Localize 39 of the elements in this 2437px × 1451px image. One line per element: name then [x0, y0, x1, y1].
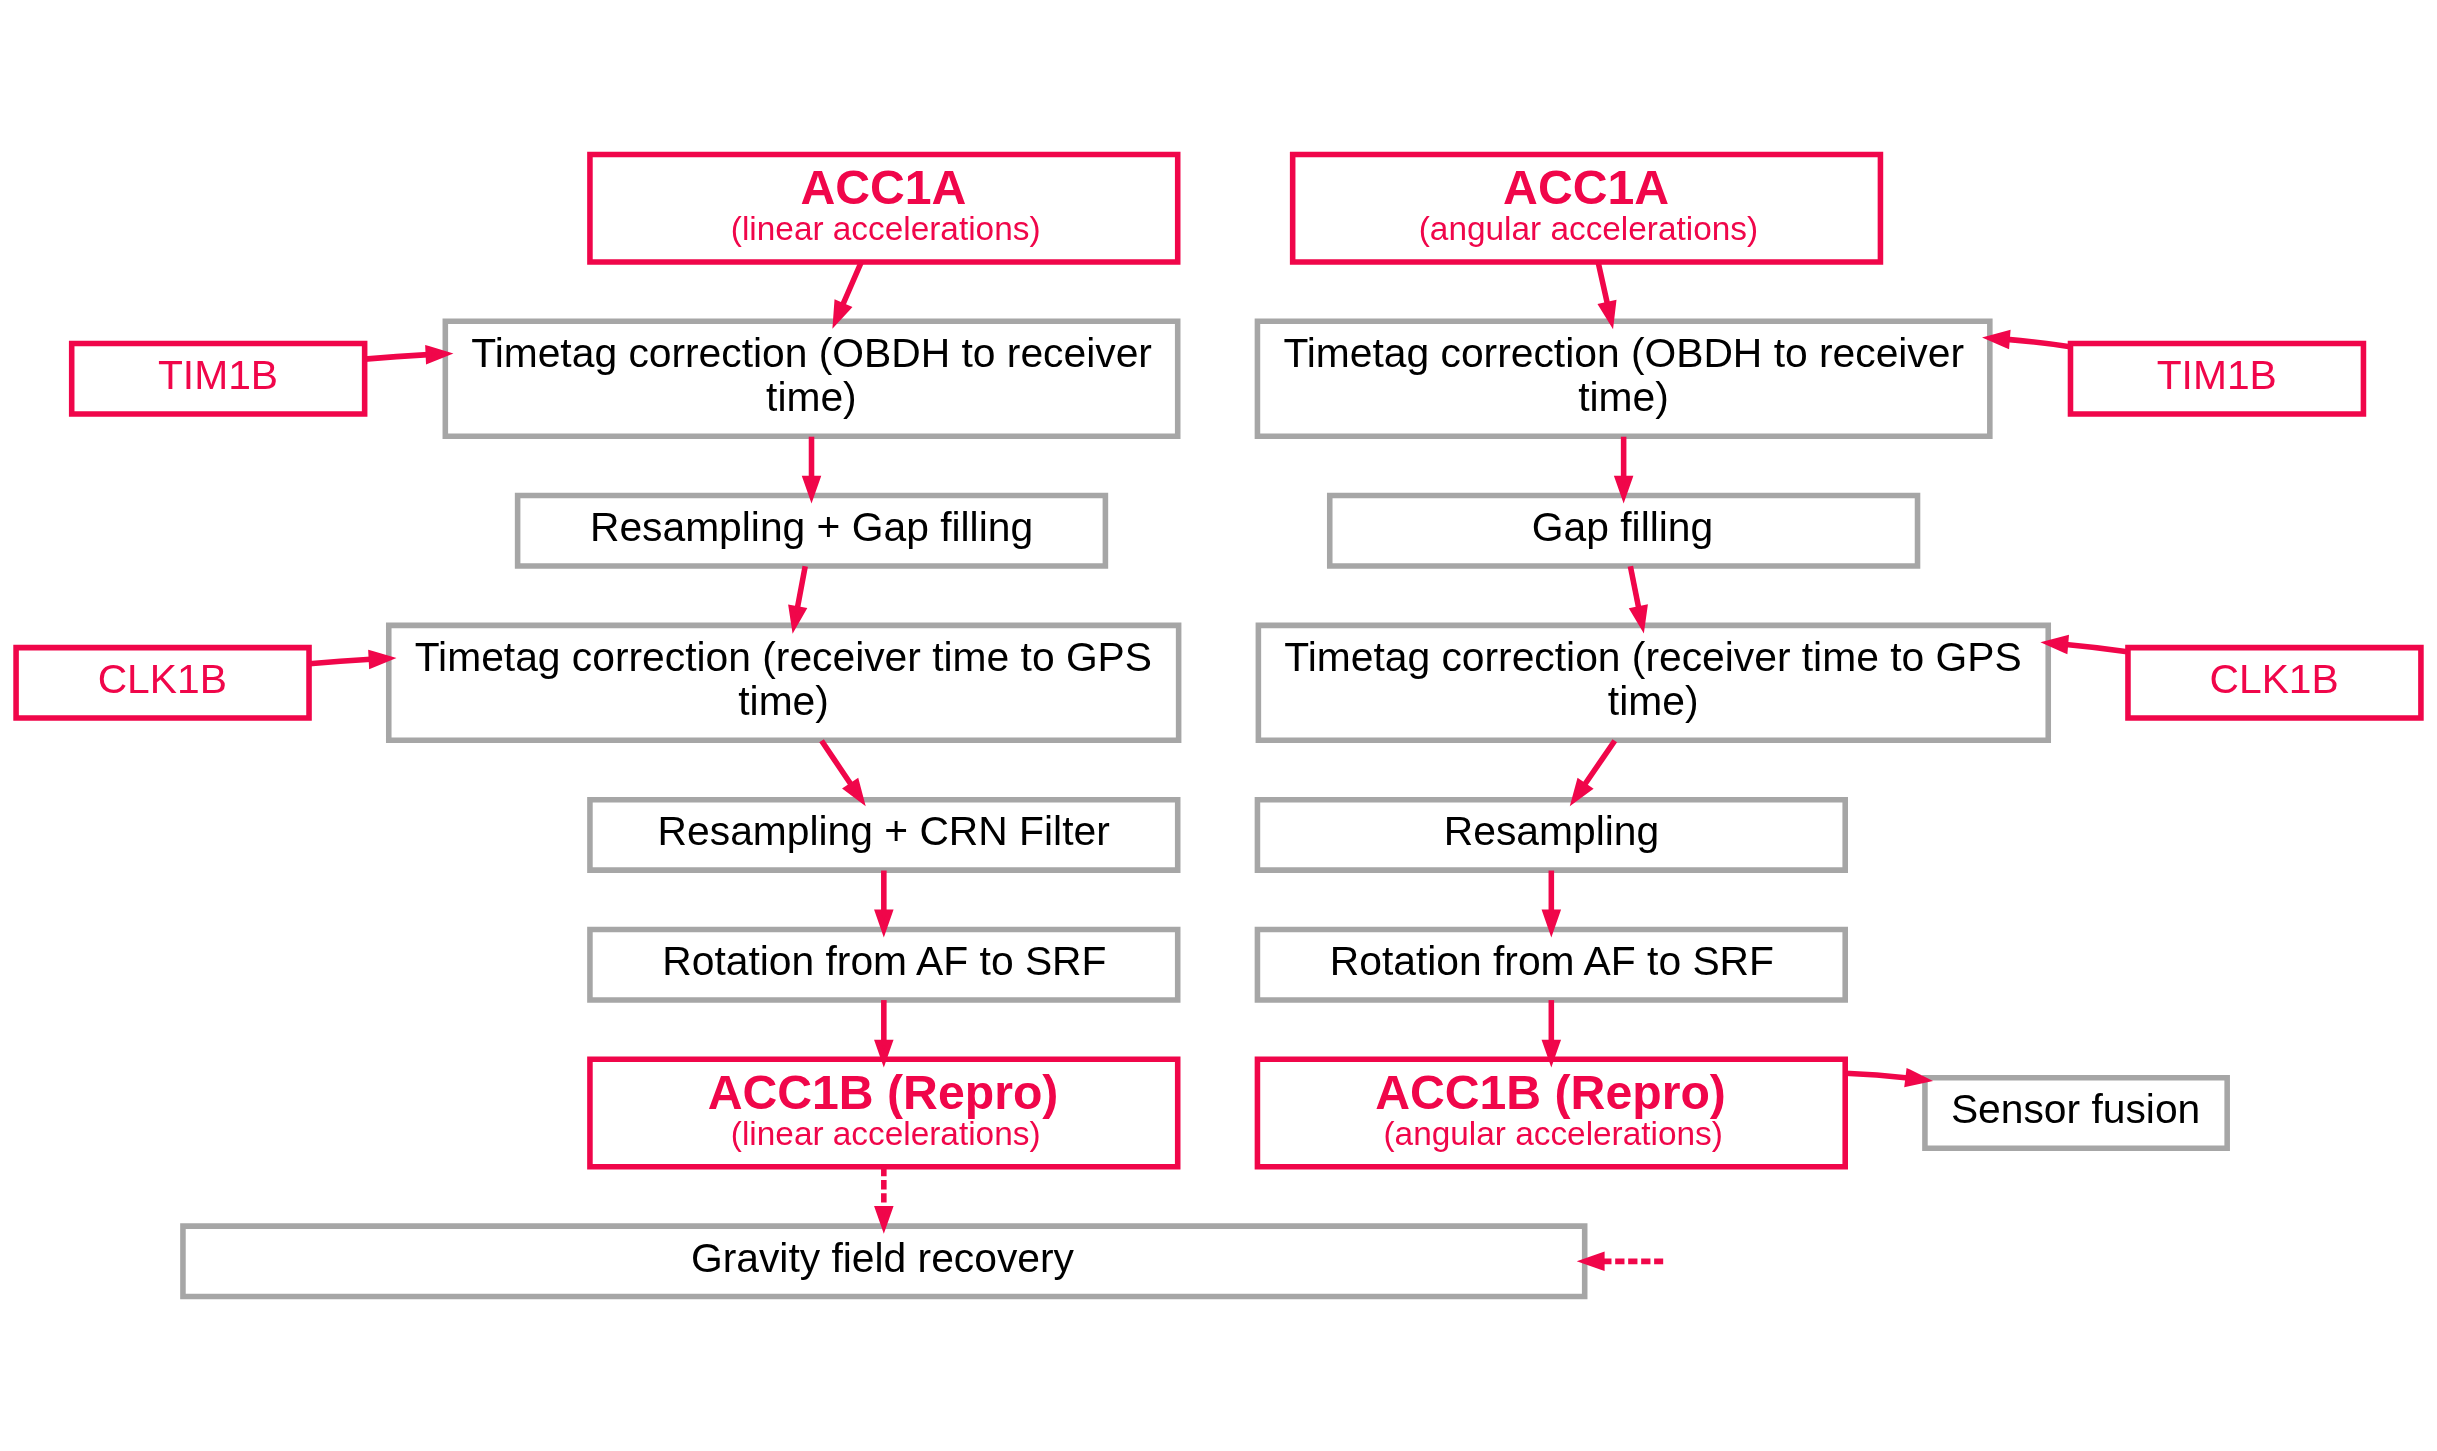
arrow [788, 565, 808, 634]
node-box: Resampling + Gap filling [514, 492, 1109, 569]
node-box: TIM1B [2067, 340, 2367, 417]
arrow [1569, 739, 1618, 807]
arrow [364, 344, 454, 365]
node-box: ACC1A (linear accelerations) [587, 151, 1181, 265]
node-box: Gravity field recovery [180, 1223, 1588, 1300]
arrow [874, 1000, 894, 1068]
node-box: CLK1B [13, 644, 312, 721]
node-box: Timetag correction (OBDH to receiver time) [442, 318, 1181, 440]
node-box: Sensor fusion [1922, 1075, 2230, 1152]
arrow [874, 870, 894, 938]
node-box: Gap filling [1326, 492, 1921, 569]
arrow [1613, 436, 1634, 504]
node-box: ACC1B (Repro) (angular accelerations) [1254, 1056, 1848, 1170]
arrow [1541, 1000, 1562, 1068]
arrow [801, 436, 822, 504]
node-box: ACC1A (angular accelerations) [1289, 151, 1884, 265]
node-box: Rotation from AF to SRF [1254, 926, 1848, 1003]
node-box: Resampling + CRN Filter [587, 796, 1181, 873]
arrow [1541, 870, 1562, 938]
arrow [309, 649, 397, 670]
node-box: Timetag correction (OBDH to receiver time) [1254, 318, 1993, 440]
node-box: ACC1B (Repro) (linear accelerations) [587, 1056, 1181, 1170]
arrow [1576, 1251, 1664, 1272]
node-box: Timetag correction (receiver time to GPS time) [1255, 622, 2051, 744]
arrow [874, 1167, 894, 1234]
arrow [1595, 262, 1617, 330]
arrow [832, 261, 864, 329]
node-box: Timetag correction (receiver time to GPS time) [386, 622, 1182, 744]
node-box: Rotation from AF to SRF [587, 926, 1181, 1003]
arrow [819, 739, 866, 807]
arrow [2040, 634, 2128, 655]
arrow [1982, 329, 2071, 350]
arrow [1627, 565, 1648, 634]
node-box: TIM1B [68, 340, 368, 417]
node-box: Resampling [1254, 796, 1848, 873]
arrow [1845, 1067, 1934, 1088]
node-box: CLK1B [2125, 644, 2424, 721]
